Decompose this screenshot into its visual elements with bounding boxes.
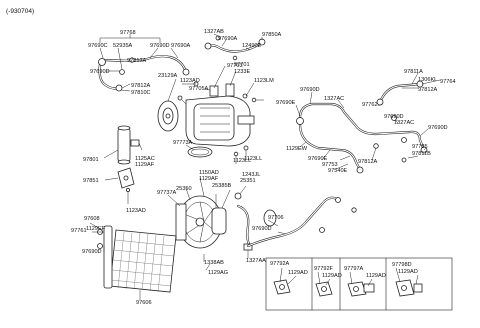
callout-1338ab: 1338AB — [204, 260, 224, 266]
callout-1150ad: 1150AD — [199, 170, 219, 176]
callout-97690e-r4: 97690E — [308, 156, 328, 162]
compressor-bolts — [233, 97, 264, 164]
callout-97701: 97701 — [234, 62, 250, 68]
callout-97812a-right: 97812A — [418, 87, 438, 93]
callout-97690d: 97690D — [150, 43, 170, 49]
suction-pipe-assembly — [295, 72, 441, 174]
discharge-hose-assembly — [98, 34, 190, 92]
detail-boxes: 97792A 1129AD 97792F 1129AD 97797A 1129A… — [265, 257, 453, 311]
callout-1123lm: 1123LM — [254, 78, 274, 84]
callout-97690d-low2: 97690D — [252, 226, 272, 232]
callout-1243jl: 1243JL — [242, 172, 260, 178]
callout-97812a-left2: 97812A — [131, 83, 151, 89]
callout-97737a: 97737A — [157, 190, 177, 196]
callout-1327ab: 1327AB — [204, 29, 224, 35]
liquid-line — [246, 196, 357, 248]
detail-box-2-label-b: 1129AD — [322, 273, 342, 279]
callout-1123ll-a: 1123LL — [233, 158, 251, 164]
callout-97690a-mid: 97690A — [218, 36, 238, 42]
callout-23129a: 23129A — [158, 73, 178, 79]
detail-box-4-label-a: 97798D — [392, 262, 412, 268]
detail-box-4-label-b: 1129AD — [398, 269, 418, 275]
callout-1123ad-b: 1123AD — [126, 208, 146, 214]
callout-12490e: 12490E — [242, 43, 262, 49]
detail-box-1-label-a: 97792A — [270, 261, 290, 267]
callout-1129af: 1129AF — [135, 162, 155, 168]
detail-box-3-label-a: 97797A — [344, 266, 364, 272]
callout-25385b: 25385B — [212, 183, 232, 189]
callout-1129ef: 1129EF — [86, 226, 106, 232]
callout-97753: 97753 — [322, 162, 338, 168]
callout-97690e-right: 97690E — [276, 100, 296, 106]
callout-97761: 97761 — [71, 228, 87, 234]
callout-25350: 25350 — [176, 186, 192, 192]
callout-1327ac-right2: 1327AC — [394, 120, 414, 126]
callout-97773a: 97773A — [173, 140, 193, 146]
callout-97690a-top: 97690A — [171, 43, 191, 49]
callout-97810c: 97810C — [131, 90, 151, 96]
callout-97690d-right2: 97690D — [384, 114, 404, 120]
fan-wiring — [234, 185, 277, 258]
condenser — [89, 222, 177, 300]
detail-box-2-label-a: 97792F — [314, 266, 334, 272]
callout-97764: 97764 — [440, 79, 456, 85]
callout-1233e: 1233E — [234, 69, 250, 75]
detail-box-2: 97792F 1129AD — [314, 266, 342, 297]
callout-97811b: 97811B — [412, 151, 431, 157]
drier-bracket — [104, 167, 135, 204]
callout-97606: 97606 — [136, 300, 152, 306]
callout-97705a: 97705A — [189, 86, 209, 92]
suction-hose-top — [204, 33, 266, 61]
callout-1327ac-right: 1327AC — [324, 96, 344, 102]
detail-box-1-label-b: 1129AD — [288, 270, 308, 276]
model-range-note: (-930704) — [6, 8, 34, 15]
detail-box-4: 97798D 1129AD — [392, 262, 423, 297]
callout-97812a-r5: 97812A — [358, 159, 378, 165]
callout-97540e: 97540E — [328, 168, 348, 174]
callout-1123ll-b: 1123LL — [244, 156, 262, 162]
callout-1129af-b: 1129AF — [199, 176, 219, 182]
callout-97690d-low: 97690D — [82, 249, 102, 255]
callout-97690d-right: 97690D — [300, 87, 320, 93]
compressor — [157, 65, 255, 147]
callout-1306kl: 1306KL — [418, 77, 437, 83]
callout-97785: 97785 — [412, 144, 428, 150]
callout-97801: 97801 — [83, 157, 99, 163]
callout-97690c: 97690C — [88, 43, 108, 49]
condenser-fan-assembly — [167, 177, 231, 271]
callout-97703: 97703 — [227, 63, 243, 69]
callout-97690d-left: 97690D — [90, 69, 110, 75]
callout-97762: 97762 — [362, 102, 378, 108]
callout-97706: 97706 — [268, 215, 284, 221]
callout-97811a: 97811A — [404, 69, 423, 75]
drive-belt — [185, 144, 213, 158]
detail-box-3-label-b: 1129AD — [366, 273, 386, 279]
callout-97851: 97851 — [83, 178, 99, 184]
callout-1327aa: 1327AA — [246, 258, 266, 264]
callout-1123ad: 1123AD — [180, 78, 200, 84]
callout-25351: 25351 — [240, 178, 256, 184]
callout-97768: 97768 — [120, 30, 136, 36]
receiver-drier — [103, 125, 143, 165]
callout-97608: 97608 — [84, 216, 100, 222]
callout-97850a: 97850A — [262, 32, 282, 38]
callout-1125ac: 1125AC — [135, 156, 155, 162]
callout-97812a-left: 97812A — [127, 58, 147, 64]
callout-1129ew: 1129EW — [286, 146, 308, 152]
detail-box-3: 97797A 1129AD — [344, 266, 386, 297]
callout-1129ag: 1129AG — [208, 270, 228, 276]
callout-52935a: 52935A — [113, 43, 133, 49]
detail-box-1: 97792A 1129AD — [270, 261, 308, 295]
callout-97690d-right3: 97690D — [428, 125, 448, 131]
